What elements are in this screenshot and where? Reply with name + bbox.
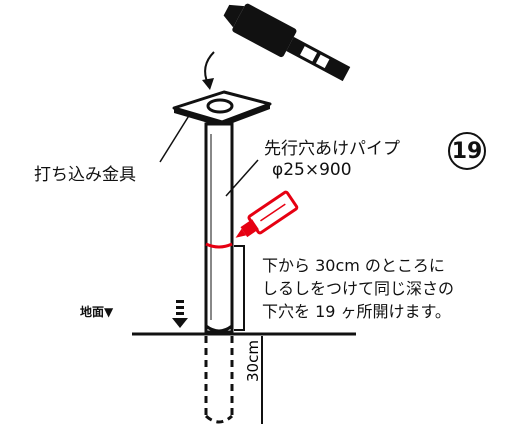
pilot-hole bbox=[204, 336, 234, 424]
leader-pipe bbox=[225, 159, 259, 197]
ground-marker-icon bbox=[172, 300, 188, 328]
instruction-line: 下穴を 19 ヶ所開けます。 bbox=[262, 302, 451, 321]
pipe-spec-label: φ25×900 bbox=[272, 160, 352, 180]
instruction-text: 下から 30cm のところに しるしをつけて同じ深さの 下穴を 19 ヶ所開けま… bbox=[262, 254, 454, 323]
leader-fitting bbox=[159, 113, 191, 163]
pilot-pipe bbox=[204, 122, 234, 334]
curved-arrow-icon bbox=[202, 51, 215, 90]
instruction-line: 下から 30cm のところに bbox=[262, 256, 445, 275]
height-bracket bbox=[234, 245, 245, 331]
hammer-icon bbox=[223, 3, 351, 82]
pilot-pipe-label: 先行穴あけパイプ bbox=[264, 139, 400, 159]
step-number-badge: 19 bbox=[448, 132, 486, 170]
marker-pen-icon bbox=[235, 190, 299, 238]
red-mark-line bbox=[205, 242, 233, 249]
depth-label: 30cm bbox=[244, 340, 262, 382]
driving-fitting-plate bbox=[172, 90, 272, 127]
instruction-line: しるしをつけて同じ深さの bbox=[262, 279, 455, 298]
ground-label: 地面▼ bbox=[80, 305, 114, 319]
driving-fitting-label: 打ち込み金具 bbox=[34, 165, 136, 185]
